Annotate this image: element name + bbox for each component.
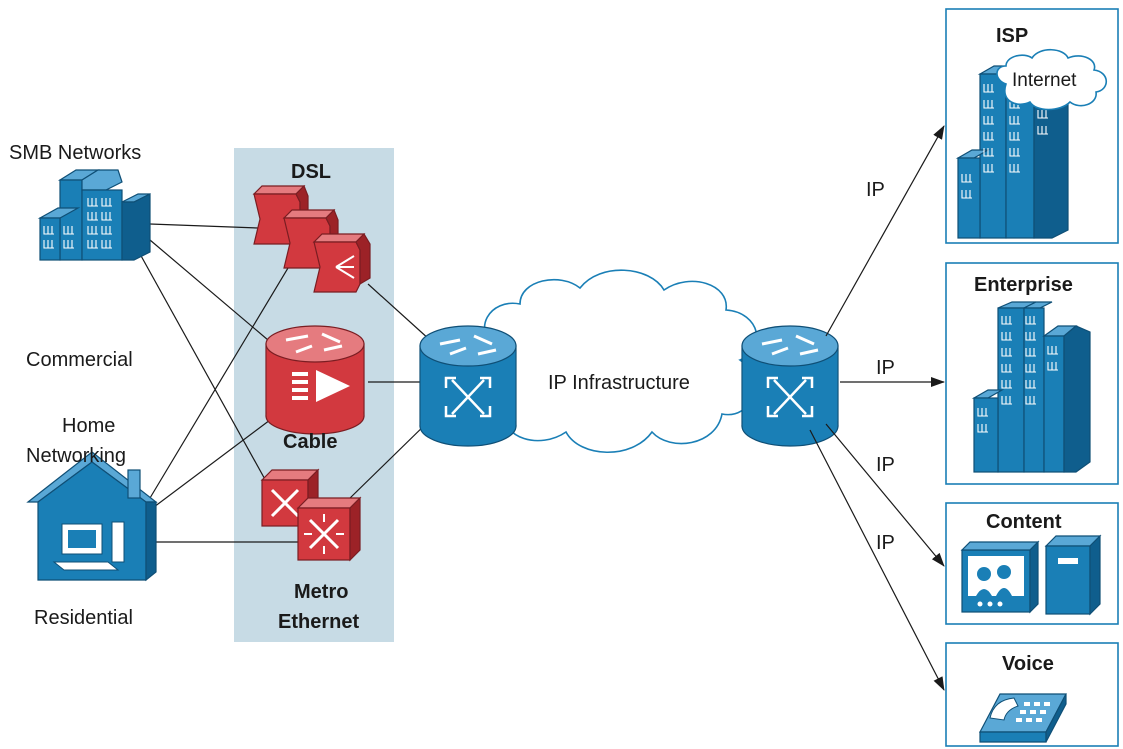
smb-networks-label: SMB Networks <box>9 142 141 164</box>
metro-label-line2: Ethernet <box>278 611 359 633</box>
cloud-label: IP Infrastructure <box>548 372 690 394</box>
residential-label: Residential <box>34 607 133 629</box>
access-links <box>139 223 433 543</box>
internet-cloud-icon <box>996 48 1108 111</box>
ip-label-content: IP <box>876 454 895 476</box>
home-networking-label-line2: Networking <box>26 445 126 467</box>
edge-router-right-icon <box>741 325 839 447</box>
enterprise-building-icon <box>971 301 1091 473</box>
house-icon <box>26 451 158 582</box>
enterprise-title: Enterprise <box>974 274 1073 296</box>
commercial-label: Commercial <box>26 349 133 371</box>
internet-label: Internet <box>1012 70 1077 91</box>
voice-title: Voice <box>1002 653 1054 675</box>
isp-title: ISP <box>996 25 1028 47</box>
metro-label-line1: Metro <box>294 581 348 603</box>
metro-ethernet-switch-icon <box>260 468 362 562</box>
tv-icon <box>960 540 1040 614</box>
phone-icon <box>979 693 1067 743</box>
dsl-label: DSL <box>291 161 331 183</box>
smb-building-icon <box>37 169 151 261</box>
ip-label-isp: IP <box>866 179 885 201</box>
ip-label-voice: IP <box>876 532 895 554</box>
ip-infrastructure-cloud <box>479 269 758 453</box>
service-arrows <box>809 125 945 691</box>
content-title: Content <box>986 511 1062 533</box>
home-networking-label-line1: Home <box>62 415 115 437</box>
dsl-device-icon <box>252 184 371 293</box>
edge-router-left-icon <box>419 325 517 447</box>
ip-label-enterprise: IP <box>876 357 895 379</box>
cable-device-icon <box>265 325 365 435</box>
server-icon <box>1044 534 1102 616</box>
cable-label: Cable <box>283 431 337 453</box>
